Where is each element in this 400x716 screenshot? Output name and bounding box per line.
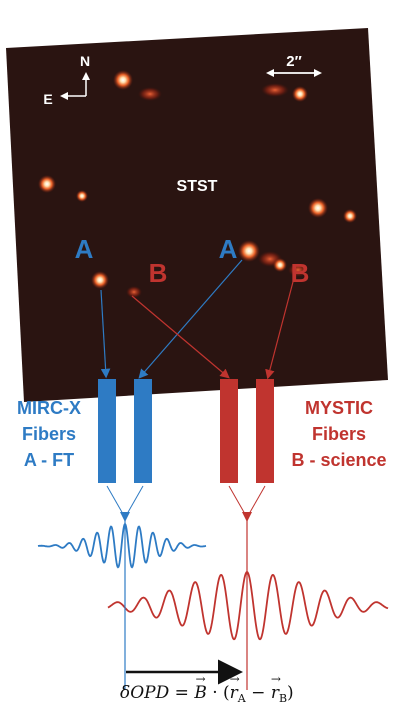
arrow-b-to-mystic-right: [265, 277, 295, 380]
star-glow: [138, 87, 162, 101]
star-field: [38, 70, 357, 298]
mircx-combine-left: [106, 485, 124, 515]
star: [273, 258, 287, 272]
star-glow: [288, 263, 308, 277]
mystic-title: MYSTIC: [304, 398, 373, 418]
formula-rb-sub: B: [278, 692, 288, 705]
star: [343, 209, 357, 223]
arrow-a-to-mircx-right: [138, 259, 243, 379]
mircx-fringe-packet: [37, 522, 207, 569]
star: [76, 190, 88, 202]
mircx-fiber-1: [98, 379, 116, 483]
star: [308, 198, 328, 218]
formula-dot: · (: [206, 683, 230, 703]
mircx-label: MIRC-X Fibers A - FT: [0, 395, 98, 473]
formula-ra-sub: A: [237, 692, 246, 705]
mystic-combine-head: [242, 512, 252, 522]
compass: [60, 72, 90, 100]
mystic-fiber-2: [256, 379, 274, 483]
mystic-fringe-packet: [107, 571, 389, 641]
mystic-fiber-1: [220, 379, 238, 483]
formula-baseline: B: [194, 672, 207, 703]
star: [91, 271, 109, 289]
star: [113, 70, 133, 90]
arrow-b-to-mystic-left: [131, 295, 230, 379]
sky-image: [6, 28, 388, 402]
mircx-line3: A - FT: [23, 450, 75, 470]
star-glow: [261, 83, 289, 97]
formula-delta: δOPD: [120, 683, 170, 703]
formula-close: ): [287, 683, 294, 703]
mystic-combine-left: [228, 485, 246, 515]
label-b-right: B: [291, 258, 310, 288]
label-b-left: B: [149, 258, 168, 288]
formula-equals: =: [169, 683, 195, 703]
label-a-left: A: [75, 234, 94, 264]
formula-rb: r: [271, 672, 279, 703]
star: [238, 240, 260, 262]
scale-bar: [266, 69, 322, 77]
east-label: E: [43, 91, 52, 107]
opd-formula: δOPD = B · (rA − rB): [120, 672, 360, 705]
star-glow: [126, 286, 142, 298]
star: [292, 86, 308, 102]
mircx-fiber-2: [134, 379, 152, 483]
mystic-line2: Fibers: [311, 424, 367, 444]
mystic-combine-right: [248, 485, 266, 515]
target-label: STST: [177, 178, 218, 195]
label-a-right: A: [219, 234, 238, 264]
mircx-combine-head: [120, 512, 130, 522]
mircx-combine-right: [126, 485, 144, 515]
star: [38, 175, 56, 193]
formula-minus: −: [245, 683, 271, 703]
mystic-label: MYSTIC Fibers B - science: [280, 395, 398, 473]
formula-ra: r: [230, 672, 238, 703]
mircx-title: MIRC-X: [17, 398, 81, 418]
mircx-line2: Fibers: [21, 424, 77, 444]
north-label: N: [80, 53, 90, 69]
mystic-line3: B - science: [291, 450, 387, 470]
arrow-a-to-mircx-left: [100, 289, 111, 379]
scale-label: 2″: [286, 53, 302, 70]
